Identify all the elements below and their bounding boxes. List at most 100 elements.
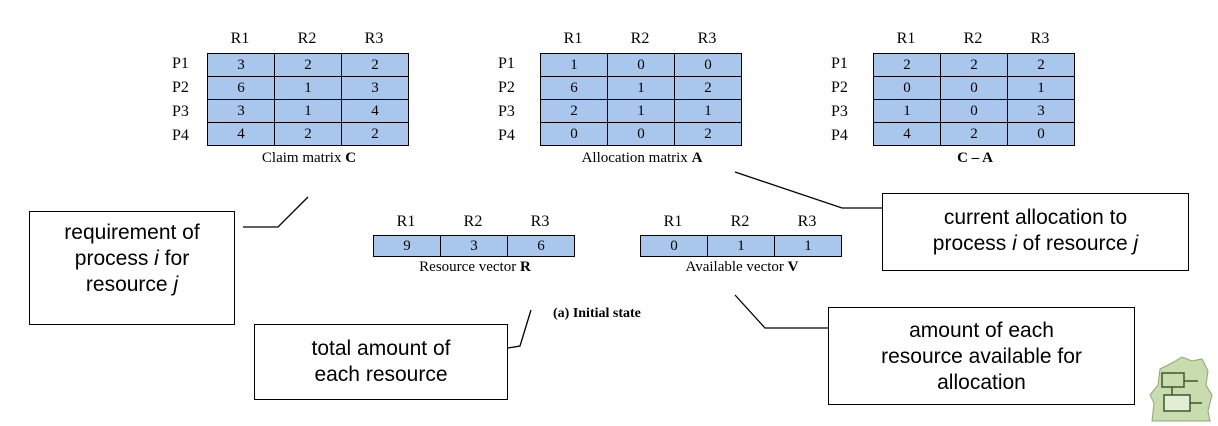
matrix-cell: 2 — [940, 122, 1008, 146]
column-header: R2 — [463, 213, 483, 230]
matrix-cell: 0 — [940, 99, 1008, 123]
table-row: 3 1 4 — [207, 99, 409, 123]
available-leader-line — [734, 294, 828, 329]
note-line: current allocation to — [943, 206, 1128, 229]
allocation-note: current allocation to process i of resou… — [882, 193, 1189, 271]
matrix-cell: 0 — [607, 53, 675, 77]
matrix-cell: 1 — [274, 76, 342, 100]
row-label: P1 — [498, 55, 515, 72]
matrix-cell: 1 — [1007, 76, 1075, 100]
vector-cell: 1 — [707, 235, 775, 257]
matrix-cell: 2 — [274, 53, 342, 77]
allocation-matrix-caption: Allocation matrix A — [540, 150, 744, 167]
resource-vector-caption: Resource vector R — [373, 259, 577, 276]
claim-leader-line — [243, 196, 309, 228]
row-label: P1 — [172, 55, 189, 72]
allocation-leader-line — [734, 171, 882, 209]
matrix-cell: 2 — [540, 99, 608, 123]
row-label: P2 — [172, 79, 189, 96]
note-line: requirement of — [64, 221, 200, 244]
note-line: resource j — [30, 272, 234, 298]
table-row: 2 1 1 — [540, 99, 742, 123]
note-italic: j — [173, 273, 179, 296]
vector-cell: 9 — [373, 235, 441, 257]
available-vector-table: 0 1 1 — [640, 235, 842, 257]
column-header: R2 — [730, 213, 750, 230]
column-header: R1 — [896, 30, 916, 47]
claim-matrix-caption: Claim matrix C — [207, 150, 411, 167]
vector-cell: 0 — [640, 235, 708, 257]
row-label: P4 — [498, 127, 515, 144]
row-label: P4 — [831, 127, 848, 144]
column-header: R2 — [963, 30, 983, 47]
row-label: P1 — [831, 55, 848, 72]
row-label: P3 — [831, 103, 848, 120]
matrix-cell: 0 — [540, 122, 608, 146]
available-note: amount of each resource available for al… — [828, 307, 1135, 405]
column-header: R3 — [364, 30, 384, 47]
figure-subcaption: (a) Initial state — [553, 306, 641, 321]
resource-vector-table: 9 3 6 — [373, 235, 575, 257]
caption-symbol: A — [691, 150, 703, 166]
table-row: 4 2 0 — [873, 122, 1075, 146]
column-header: R1 — [663, 213, 683, 230]
matrix-cell: 4 — [873, 122, 941, 146]
matrix-cell: 2 — [341, 53, 409, 77]
matrix-cell: 0 — [674, 53, 742, 77]
table-row: 1 0 0 — [540, 53, 742, 77]
column-header: R2 — [297, 30, 317, 47]
note-italic: j — [1133, 232, 1139, 255]
matrix-cell: 0 — [873, 76, 941, 100]
caption-text: Available vector — [685, 259, 788, 275]
vector-cell: 6 — [507, 235, 575, 257]
decorative-corner-graphic — [1149, 356, 1213, 422]
caption-text: Allocation matrix — [581, 150, 692, 166]
matrix-cell: 1 — [607, 99, 675, 123]
available-vector-caption: Available vector V — [640, 259, 844, 276]
note-line: amount of each — [909, 319, 1054, 342]
note-text: process — [74, 247, 155, 270]
caption-text: Claim matrix — [261, 150, 346, 166]
matrix-cell: 2 — [274, 122, 342, 146]
row-label: P2 — [831, 79, 848, 96]
vector-cell: 1 — [774, 235, 842, 257]
matrix-cell: 0 — [940, 76, 1008, 100]
matrix-cell: 2 — [674, 122, 742, 146]
row-label: P3 — [172, 103, 189, 120]
matrix-cell: 3 — [207, 99, 275, 123]
total-leader-line — [507, 309, 532, 349]
column-header: R1 — [230, 30, 250, 47]
caption-symbol: C — [345, 150, 357, 166]
matrix-cell: 3 — [341, 76, 409, 100]
allocation-matrix-table: 1 0 0 6 1 2 2 1 1 0 0 2 — [540, 53, 742, 146]
note-line: process i of resource j — [883, 231, 1188, 257]
table-row: 6 1 2 — [540, 76, 742, 100]
column-header: R3 — [1030, 30, 1050, 47]
table-row: 9 3 6 — [373, 235, 575, 257]
claim-note: requirement of process i for resource j — [29, 211, 235, 325]
table-row: 3 2 2 — [207, 53, 409, 77]
matrix-cell: 2 — [1007, 53, 1075, 77]
matrix-cell: 2 — [341, 122, 409, 146]
matrix-cell: 6 — [540, 76, 608, 100]
note-italic: i — [154, 247, 159, 270]
table-row: 0 0 2 — [540, 122, 742, 146]
matrix-cell: 1 — [674, 99, 742, 123]
row-label: P3 — [498, 103, 515, 120]
caption-text: Resource vector — [419, 259, 520, 275]
column-header: R3 — [530, 213, 550, 230]
matrix-cell: 1 — [540, 53, 608, 77]
row-label: P4 — [172, 127, 189, 144]
table-row: 4 2 2 — [207, 122, 409, 146]
note-line: each resource — [314, 363, 448, 386]
column-header: R2 — [630, 30, 650, 47]
caption-symbol: R — [519, 259, 531, 275]
matrix-cell: 0 — [1007, 122, 1075, 146]
caption-symbol: V — [787, 259, 799, 275]
column-header: R3 — [697, 30, 717, 47]
matrix-cell: 3 — [207, 53, 275, 77]
note-line: process i for — [30, 246, 234, 272]
matrix-cell: 4 — [207, 122, 275, 146]
total-note: total amount of each resource — [254, 324, 508, 400]
